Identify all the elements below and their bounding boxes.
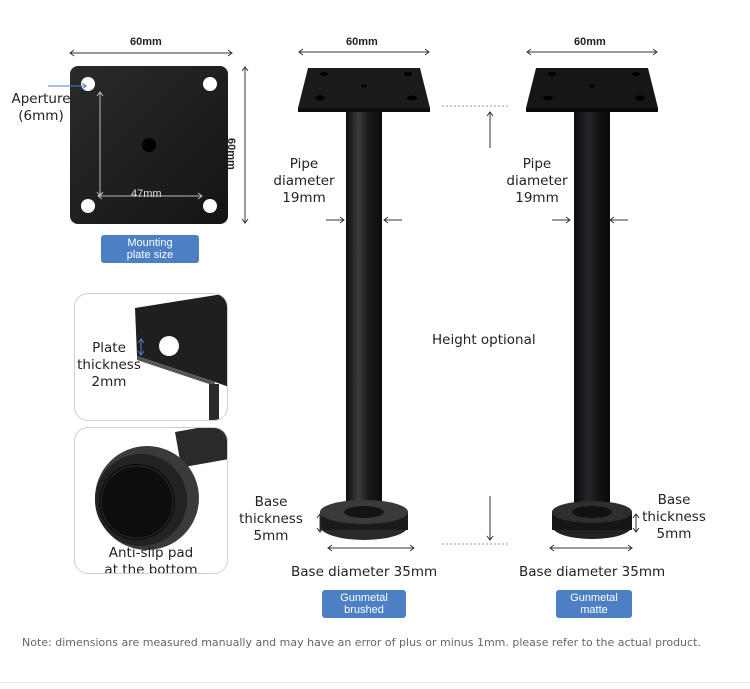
leg-right-top-dimension-line [526, 48, 658, 56]
hole-spacing-label: 47mm [131, 188, 162, 200]
leg-right-finish-line1: Gunmetal [570, 592, 618, 604]
leg-right-pipe-line2: diameter [506, 173, 568, 189]
plate-width-dimension-line [69, 49, 233, 57]
leg-left-finish-line1: Gunmetal [340, 592, 388, 604]
mounting-plate-size-badge: Mounting plate size [101, 235, 199, 263]
badge-line1: Mounting [127, 237, 173, 249]
leg-right-base-diameter-label: Base diameter 35mm [519, 564, 666, 580]
aperture-label-line2: (6mm) [18, 108, 64, 124]
leg-left-section: 60mm Pipe diamet [230, 30, 440, 620]
plate-width-label: 60mm [130, 36, 162, 48]
leg-right-finish-line2: matte [580, 604, 608, 616]
leg-left-pipe-label: Pipe diameter 19mm [270, 156, 338, 207]
plate-edge-icon [135, 294, 227, 420]
leg-right-base-line1: Base [657, 492, 691, 508]
aperture-label: Aperture (6mm) [8, 91, 74, 125]
plate-thickness-label: Plate thickness 2mm [75, 340, 143, 391]
leg-left-top-dimension-line [298, 48, 430, 56]
anti-slip-line1: Anti-slip pad [108, 545, 194, 561]
plate-thickness-line3: 2mm [91, 374, 127, 390]
leg-left-base-line1: Base [254, 494, 288, 510]
badge-line2: plate size [126, 249, 174, 261]
leg-left-pipe-dimension-arrows [326, 216, 402, 224]
leg-right-finish-badge: Gunmetal matte [556, 590, 632, 618]
leg-left-pipe-line1: Pipe [289, 156, 319, 172]
measurement-note: Note: dimensions are measured manually a… [22, 636, 701, 649]
plate-thickness-panel: Plate thickness 2mm [74, 293, 228, 421]
leg-left-base-dimension-arrows [316, 513, 415, 552]
leg-left-top-width-label: 60mm [346, 36, 378, 48]
mounting-plate-section: 60mm 47mm 60mm Aperture ( [0, 0, 260, 270]
leg-left-finish-line2: brushed [344, 604, 384, 616]
leg-right-base-line2: thickness [642, 509, 706, 525]
leg-left-base-diameter-label: Base diameter 35mm [291, 564, 438, 580]
leg-right-pipe-label: Pipe diameter 19mm [502, 156, 572, 207]
anti-slip-line2: at the bottom [104, 562, 198, 574]
leg-right-top-width-label: 60mm [574, 36, 606, 48]
plate-thickness-line1: Plate [92, 340, 126, 356]
leg-right-pipe-line3: 19mm [515, 190, 559, 206]
leg-left-base-thickness-label: Base thickness 5mm [236, 494, 306, 545]
leg-left-base-line3: 5mm [253, 528, 289, 544]
leg-right-base-thickness-label: Base thickness 5mm [638, 492, 710, 543]
leg-right-pipe-dimension-arrows [552, 216, 628, 224]
leg-left-base-line2: thickness [239, 511, 303, 527]
table-leg-icon [526, 68, 658, 539]
leg-right-section: 60mm Height optional [432, 30, 706, 620]
table-leg-icon [298, 68, 430, 540]
leg-right-base-dimension-arrows [549, 513, 640, 552]
leg-left-pipe-line2: diameter [273, 173, 335, 189]
anti-slip-label: Anti-slip pad at the bottom [97, 545, 205, 574]
anti-slip-pad-icon [95, 428, 227, 550]
bottom-divider [0, 682, 750, 683]
mounting-plate-icon [70, 66, 228, 224]
plate-thickness-line2: thickness [77, 357, 141, 373]
leg-left-finish-badge: Gunmetal brushed [322, 590, 406, 618]
anti-slip-panel: Anti-slip pad at the bottom [74, 427, 228, 574]
aperture-pointer [48, 82, 87, 90]
leg-right-base-line3: 5mm [656, 526, 692, 542]
aperture-label-line1: Aperture [11, 91, 71, 107]
plate-height-dimension-line [241, 66, 249, 224]
height-optional-label: Height optional [432, 332, 536, 348]
leg-left-pipe-line3: 19mm [282, 190, 326, 206]
height-dimension-line [442, 105, 508, 545]
leg-right-pipe-line1: Pipe [522, 156, 552, 172]
